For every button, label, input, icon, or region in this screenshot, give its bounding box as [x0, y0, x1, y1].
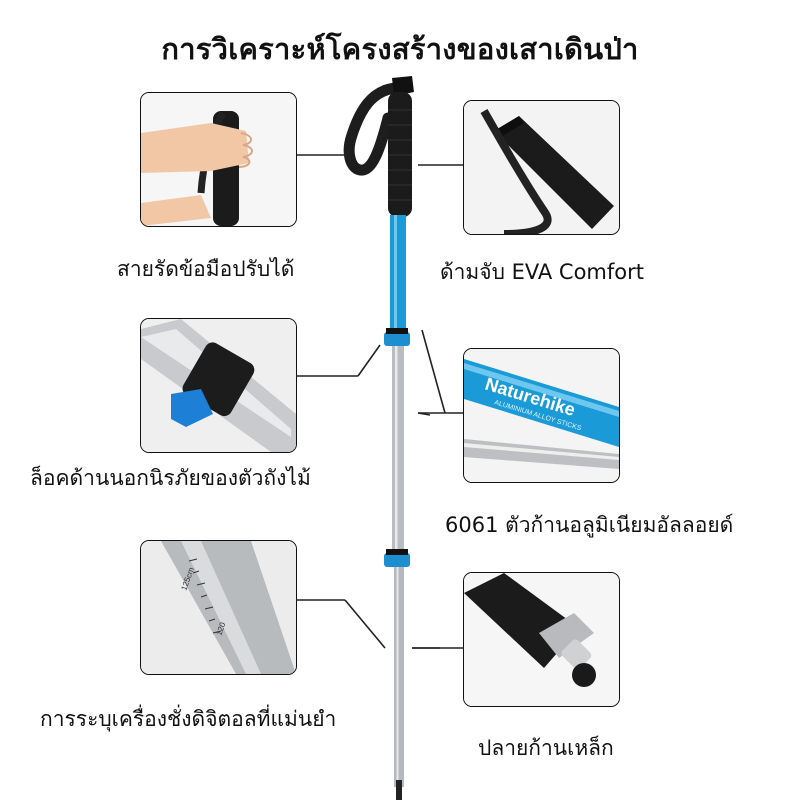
lock-photo-panel	[140, 318, 297, 453]
lock-label: ล็อคด้านนอกนิรภัยของตัวถังไม้	[30, 466, 311, 490]
tip-label: ปลายก้านเหล็ก	[478, 736, 614, 760]
scale-label: การระบุเครื่องชั่งดิจิตอลที่แม่นยำ	[40, 707, 337, 731]
strap-label: สายรัดข้อมือปรับได้	[117, 257, 295, 281]
scale-mark-2: 120	[214, 621, 227, 637]
connector-lines	[295, 154, 463, 649]
scale-photo-panel: 125cm 120	[140, 540, 297, 675]
strap-photo-panel	[140, 92, 297, 227]
trekking-pole-icon	[343, 76, 414, 800]
steel-tip-icon	[464, 573, 619, 706]
shaft-photo-panel: Naturehike ALUMINIUM ALLOY STICKS	[463, 348, 620, 483]
lock-clamp-icon	[141, 319, 296, 452]
alloy-shaft-icon: Naturehike ALUMINIUM ALLOY STICKS	[464, 349, 619, 482]
scale-markings-icon: 125cm 120	[141, 541, 296, 674]
shaft-label: 6061 ตัวก้านอลูมิเนียมอัลลอยด์	[445, 513, 734, 537]
page-title: การวิเคราะห์โครงสร้างของเสาเดินป่า	[161, 32, 639, 66]
grip-label: ด้ามจับ EVA Comfort	[440, 260, 644, 284]
tip-photo-panel	[463, 572, 620, 707]
grip-photo-panel	[463, 100, 620, 235]
hand-photo-icon	[141, 93, 296, 226]
grip-detail-icon	[464, 101, 619, 234]
